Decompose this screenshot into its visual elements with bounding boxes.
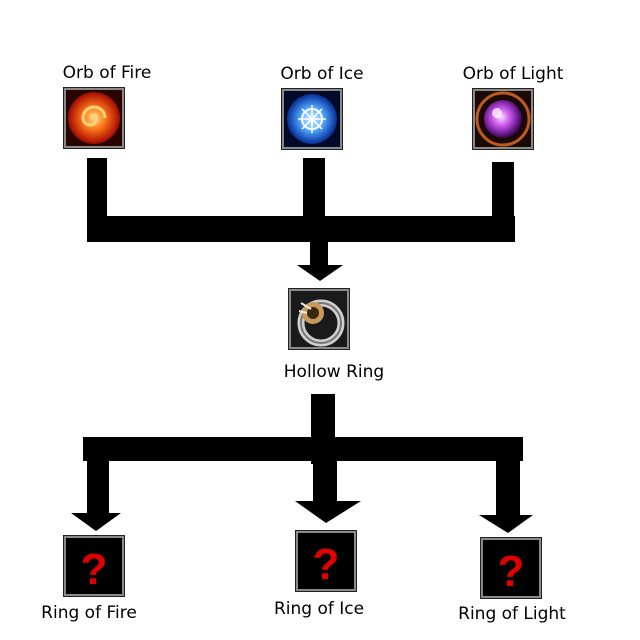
question-mark-glyph: ?: [313, 540, 340, 589]
question-mark-glyph: ?: [498, 547, 525, 596]
merge-arrowhead: [297, 265, 343, 281]
ring-of-fire-unknown-icon: ?: [64, 536, 124, 596]
question-mark-glyph: ?: [81, 545, 108, 594]
ring-of-light-unknown-icon: ?: [481, 538, 541, 598]
ring-of-ice-unknown-icon: ?: [296, 531, 356, 591]
ice-arrowhead: [295, 501, 361, 523]
ring-of-fire-label: Ring of Fire: [41, 603, 137, 623]
fire-arrowhead: [71, 513, 121, 531]
ring-of-light-label: Ring of Light: [458, 604, 566, 624]
hollow-ring-icon: [289, 289, 349, 349]
ring-of-ice-label: Ring of Ice: [274, 599, 364, 619]
light-arrowhead: [479, 515, 533, 533]
hollow-ring-label: Hollow Ring: [284, 362, 384, 382]
